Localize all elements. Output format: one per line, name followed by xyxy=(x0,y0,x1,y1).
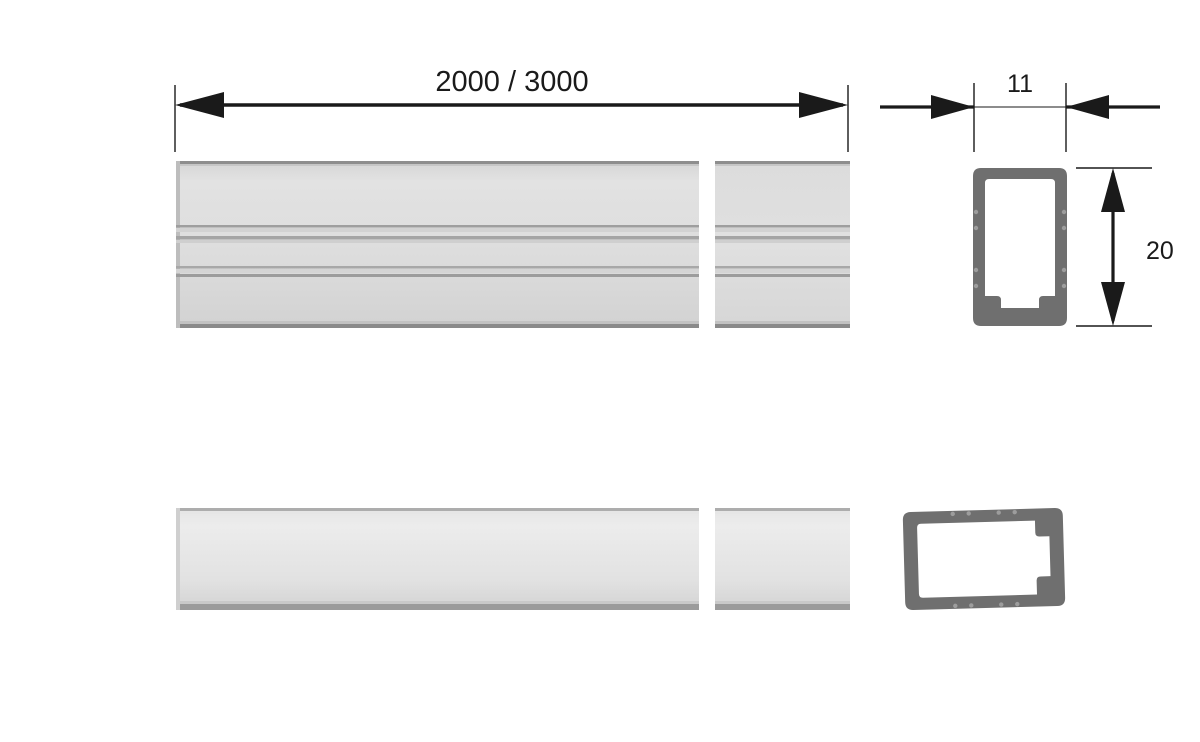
top-edge-highlight xyxy=(715,164,850,166)
groove-line-1 xyxy=(176,225,699,228)
arrowhead-left xyxy=(931,95,974,119)
dimple-right-4 xyxy=(1061,283,1067,289)
groove-line-2 xyxy=(176,236,699,240)
groove-line-4 xyxy=(176,274,699,277)
groove-fill-2 xyxy=(176,240,699,243)
front-elevation-segment-left xyxy=(176,161,699,328)
top-edge-highlight xyxy=(176,511,699,514)
groove-line-4 xyxy=(715,274,850,277)
break-gap-front xyxy=(699,155,715,335)
dimple-top-4 xyxy=(1012,509,1017,515)
profile-body xyxy=(715,161,850,328)
arrowhead-right xyxy=(799,92,848,118)
bottom-edge-highlight xyxy=(715,601,850,604)
dimple-right-3 xyxy=(1061,267,1067,273)
dimension-height: 20 xyxy=(1076,167,1174,327)
top-edge xyxy=(715,161,850,164)
cross-section-rotated xyxy=(902,508,1066,611)
break-gap-plan xyxy=(699,502,715,618)
dimple-top-2 xyxy=(966,511,971,516)
top-edge-highlight xyxy=(176,164,699,166)
top-edge xyxy=(176,161,699,164)
dimension-width: 11 xyxy=(880,70,1160,152)
groove-fill-1 xyxy=(715,228,850,232)
top-edge xyxy=(176,508,699,511)
dimple-right-2 xyxy=(1061,225,1067,231)
groove-fill-3 xyxy=(176,269,699,273)
break-gap-fill xyxy=(699,155,715,335)
plan-view-segment-left xyxy=(176,508,699,610)
front-elevation-segment-right xyxy=(715,161,850,328)
left-cap xyxy=(176,161,180,328)
groove-line-1 xyxy=(715,225,850,228)
bottom-edge-highlight xyxy=(715,321,850,324)
bottom-edge-highlight xyxy=(176,601,699,604)
dimension-width-label: 11 xyxy=(1007,70,1033,98)
plan-view-segment-right xyxy=(715,508,850,610)
left-cap xyxy=(176,508,180,610)
dimple-bottom-1 xyxy=(953,603,958,609)
bottom-edge xyxy=(176,604,699,610)
dimple-right-1 xyxy=(1061,209,1067,215)
dimple-left-4 xyxy=(973,283,979,289)
dimple-top-3 xyxy=(996,510,1001,515)
front-elevation-view xyxy=(176,155,850,335)
dimension-length-label: 2000 / 3000 xyxy=(435,66,588,98)
profile-body xyxy=(715,508,850,610)
arrowhead-left xyxy=(175,92,224,118)
groove-fill-2 xyxy=(715,240,850,243)
arrowhead-right xyxy=(1066,95,1109,119)
break-gap-fill xyxy=(699,502,715,618)
top-edge xyxy=(715,508,850,511)
dimple-left-2 xyxy=(973,225,979,231)
bottom-edge-highlight xyxy=(176,321,699,324)
dimension-height-label: 20 xyxy=(1146,237,1174,265)
profile-wall xyxy=(902,508,1066,611)
profile-wall xyxy=(973,168,1067,326)
groove-line-2 xyxy=(715,236,850,240)
arrowhead-top xyxy=(1101,168,1125,212)
dimple-bottom-3 xyxy=(999,602,1004,607)
top-edge-highlight xyxy=(715,511,850,514)
bottom-edge xyxy=(715,604,850,610)
dimple-bottom-4 xyxy=(1015,601,1020,607)
dimple-left-1 xyxy=(973,209,979,215)
bottom-edge xyxy=(176,324,699,328)
dimple-left-3 xyxy=(973,267,979,273)
dimple-bottom-2 xyxy=(969,603,974,608)
bottom-edge xyxy=(715,324,850,328)
cross-section-upright xyxy=(973,168,1067,326)
groove-line-3 xyxy=(176,266,699,269)
profile-body xyxy=(176,161,699,328)
groove-fill-3 xyxy=(715,269,850,273)
profile-body xyxy=(176,508,699,610)
plan-view xyxy=(176,502,850,618)
groove-line-3 xyxy=(715,266,850,269)
groove-fill-1 xyxy=(176,228,699,232)
arrowhead-bottom xyxy=(1101,282,1125,326)
dimension-length: 2000 / 3000 xyxy=(174,66,849,152)
dimple-top-1 xyxy=(950,511,955,517)
